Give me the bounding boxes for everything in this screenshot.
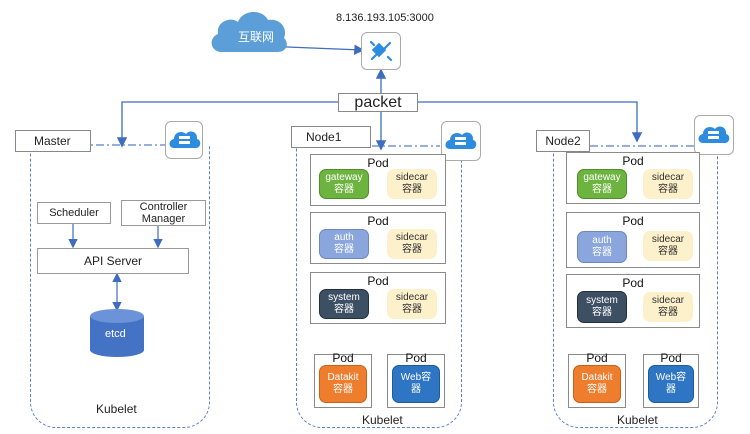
pod-title: Pod: [660, 351, 682, 365]
pod-title: Pod: [586, 351, 608, 365]
node1-pod-gateway: Pod gateway 容器 sidecar 容器: [310, 154, 446, 206]
node2-pod-system: Pod system 容器 sidecar 容器: [566, 274, 700, 328]
packet-bus-master: [116, 101, 338, 148]
connector-icon-box[interactable]: [361, 32, 401, 70]
cloud-icon: [211, 11, 287, 52]
master-cluster: [30, 146, 210, 428]
sidecar-container: sidecar 容器: [387, 229, 437, 259]
web-container: Web容 器: [648, 365, 694, 403]
server-cloud-icon: [445, 132, 477, 149]
sidecar-container: sidecar 容器: [643, 231, 693, 261]
node1-kubelet-label: Kubelet: [362, 413, 403, 427]
web-container: Web容 器: [392, 365, 440, 403]
sidecar-container: sidecar 容器: [643, 169, 693, 199]
system-container: system 容器: [577, 291, 627, 323]
node2-server-icon-box: [694, 115, 734, 155]
node1-server-icon-box: [441, 121, 481, 161]
datakit-container: Datakit 容器: [573, 365, 621, 403]
datakit-container: Datakit 容器: [319, 365, 367, 403]
node1-pod-system: Pod system 容器 sidecar 容器: [310, 272, 446, 324]
node2-pod-gateway: Pod gateway 容器 sidecar 容器: [566, 152, 700, 204]
auth-container: auth 容器: [577, 231, 627, 263]
pod-title: Pod: [622, 154, 644, 168]
etcd-cylinder: etcd: [89, 308, 145, 358]
node2-pod-auth: Pod auth 容器 sidecar 容器: [566, 212, 700, 268]
pod-title: Pod: [622, 214, 644, 228]
node1-pod-auth: Pod auth 容器 sidecar 容器: [310, 212, 446, 264]
node2-pod-web: Pod Web容 器: [643, 351, 699, 408]
sidecar-container: sidecar 容器: [387, 289, 437, 319]
packet-bus-node2: [418, 101, 643, 143]
server-cloud-icon: [698, 126, 730, 143]
auth-container: auth 容器: [319, 229, 369, 259]
master-server-icon-box: [165, 121, 203, 159]
gateway-container: gateway 容器: [319, 169, 369, 199]
server-cloud-icon: [169, 131, 201, 148]
node1-pod-web: Pod Web容 器: [387, 351, 445, 408]
pod-title: Pod: [367, 214, 389, 228]
address-label: 8.136.193.105:3000: [336, 12, 434, 24]
sidecar-container: sidecar 容器: [387, 169, 437, 199]
node1-title: Node1: [291, 126, 371, 148]
etcd-label: etcd: [105, 328, 126, 340]
master-title: Master: [15, 130, 91, 152]
internet-label: 互联网: [238, 30, 275, 44]
controller-manager-box: Controller Manager: [121, 200, 206, 226]
scheduler-box: Scheduler: [37, 202, 111, 224]
pod-title: Pod: [405, 351, 427, 365]
node2-pod-datakit: Pod Datakit 容器: [568, 351, 626, 408]
node2-title: Node2: [536, 130, 590, 152]
pod-title: Pod: [622, 276, 644, 290]
internet-cloud: 互联网: [208, 6, 290, 60]
pod-title: Pod: [367, 156, 389, 170]
node2-cluster: [553, 146, 718, 428]
node1-pod-datakit: Pod Datakit 容器: [314, 351, 372, 408]
master-kubelet-label: Kubelet: [96, 402, 137, 416]
packet-label: packet: [338, 93, 418, 112]
sidecar-container: sidecar 容器: [643, 292, 693, 322]
pod-title: Pod: [332, 351, 354, 365]
node2-kubelet-label: Kubelet: [617, 413, 658, 427]
pod-title: Pod: [367, 274, 389, 288]
gateway-container: gateway 容器: [577, 169, 627, 199]
node1-cluster: [296, 146, 462, 428]
system-container: system 容器: [319, 289, 369, 319]
connector-icon: [369, 40, 393, 62]
api-server-box: API Server: [37, 248, 189, 274]
